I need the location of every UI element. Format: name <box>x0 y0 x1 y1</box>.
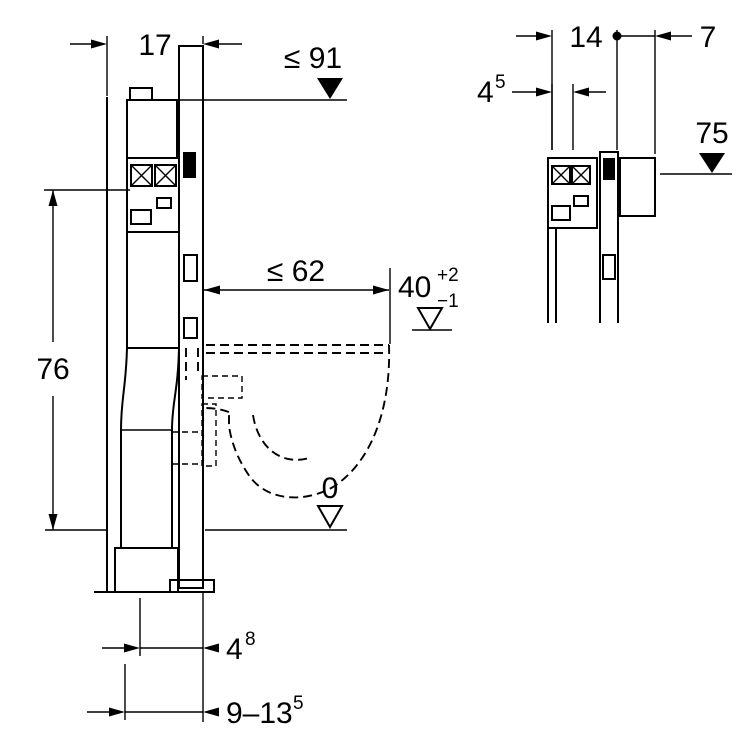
arrow-left-icon <box>573 87 589 97</box>
pan-connectors <box>172 375 243 467</box>
cistern-section <box>547 157 598 229</box>
cistern-section-box <box>547 157 598 229</box>
dim-clearance-label: 4 <box>477 76 494 109</box>
protection-cover <box>126 99 178 159</box>
dim-seat-height-label: 40 <box>398 271 431 304</box>
dim-clearance-sup: 5 <box>495 72 506 93</box>
frame-slot-2 <box>183 317 198 339</box>
arrow-right-icon <box>91 39 107 49</box>
wc-pan-outline <box>185 344 391 499</box>
dim-element-height-label: 76 <box>36 353 69 386</box>
dim-outlet-offset-sup: 8 <box>245 629 256 650</box>
dim-max-height: ≤ 91 <box>150 42 347 101</box>
dim-floor-level-label: 0 <box>322 472 339 505</box>
wall-lining-hatch <box>619 157 656 217</box>
tank-body <box>126 231 180 349</box>
dim-lining-height-label: 75 <box>695 117 728 150</box>
pipe-socket <box>114 547 179 591</box>
arrow-right-icon <box>109 707 125 717</box>
pan-body <box>228 344 391 499</box>
dim-seat-height-tol-plus: +2 <box>437 265 459 286</box>
cistern <box>126 87 180 349</box>
frame-bracket <box>603 158 615 180</box>
frame-foot <box>169 579 215 593</box>
dim-lining-height: 75 <box>660 117 732 175</box>
arrow-left-icon <box>203 39 219 49</box>
outlet-connector <box>201 403 217 467</box>
outlet-connection-lines <box>172 431 202 465</box>
dim-outlet-range: 9–13 5 <box>87 664 304 730</box>
dim-element-depth: 14 <box>516 21 622 150</box>
label-strip <box>130 209 152 225</box>
inspection-window <box>130 164 177 187</box>
level-marker-open-icon <box>416 307 444 332</box>
dim-seat-height-tol-minus: −1 <box>437 291 459 312</box>
arrow-down-icon <box>48 514 58 530</box>
dim-seat-height: 40 +2 −1 <box>398 265 459 332</box>
dim-outlet-offset-label: 4 <box>226 633 243 666</box>
left-view: 17 ≤ 91 76 ≤ 62 40 +2 −1 <box>36 29 458 730</box>
frame-slot <box>602 254 616 280</box>
arrow-left-icon <box>203 643 219 653</box>
dim-element-height: 76 <box>36 189 130 530</box>
cistern-top-tab <box>129 87 153 101</box>
dim-outlet-range-sup: 5 <box>293 693 304 714</box>
flush-pipe-dashed <box>185 348 199 380</box>
arrow-right-icon <box>373 285 389 295</box>
dim-outlet-offset: 4 8 <box>102 592 256 722</box>
flush-bend-inner <box>119 346 129 432</box>
dim-lining-thickness: 7 <box>617 21 716 154</box>
frame-profile <box>599 151 619 323</box>
outlet-pipe <box>120 429 173 549</box>
pan-back <box>205 407 230 413</box>
right-view: 14 7 4 5 75 <box>477 21 732 323</box>
dim-floor-level: 0 <box>316 472 344 530</box>
frame-bracket <box>183 152 196 178</box>
arrow-right-icon <box>536 87 552 97</box>
arrow-up-icon <box>48 190 58 206</box>
dim-max-height-label: ≤ 91 <box>284 42 342 75</box>
frame-slot-1 <box>183 254 198 282</box>
arrow-right-icon <box>536 31 552 41</box>
dim-max-depth: ≤ 62 <box>204 255 391 344</box>
arrow-left-icon <box>204 285 220 295</box>
label-strip <box>551 205 571 221</box>
pan-rim <box>206 344 389 354</box>
level-marker-filled-icon <box>699 153 725 173</box>
valve-detail <box>573 195 589 207</box>
dim-lining-thickness-label: 7 <box>700 21 717 54</box>
level-marker-open-icon <box>316 505 344 530</box>
arrow-left-icon <box>655 31 671 41</box>
dim-top-offset: 17 <box>70 29 242 96</box>
arrow-left-icon <box>203 707 219 717</box>
level-marker-filled-icon <box>317 78 343 99</box>
dim-outlet-range-label: 9–13 <box>226 697 293 730</box>
wall-stud <box>547 227 557 323</box>
arrow-right-icon <box>124 643 140 653</box>
pan-trap <box>252 414 310 461</box>
dim-element-depth-label: 14 <box>569 21 602 54</box>
dim-max-depth-label: ≤ 62 <box>267 255 325 288</box>
valve-detail <box>156 197 172 209</box>
dim-top-offset-label: 17 <box>138 29 171 62</box>
flush-bend-outer <box>170 346 181 432</box>
outlet-pipework <box>114 346 181 591</box>
flush-pipe-connector <box>201 375 243 399</box>
dim-clearance: 4 5 <box>477 72 606 150</box>
